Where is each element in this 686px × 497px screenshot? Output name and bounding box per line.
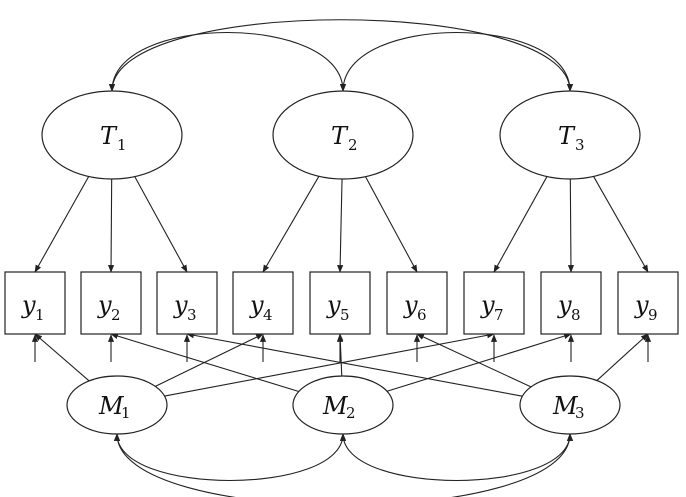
trait-factor-t3: T 3 <box>499 90 641 180</box>
trait-loading-arrow-t1-y2 <box>107 178 115 273</box>
trait-factor-t1: T 1 <box>41 90 183 180</box>
trait-loading-arrow-t3-y8 <box>567 178 575 273</box>
svg-text:y: y <box>403 291 418 319</box>
trait-loading-arrow-t3-y9 <box>593 176 649 273</box>
method-covariance-m1-m2 <box>113 433 347 481</box>
trait-label-t1: T <box>100 122 118 150</box>
svg-text:y: y <box>97 291 112 319</box>
indicator-y5: y 5 <box>309 271 371 335</box>
method-label-m2: M <box>322 392 349 420</box>
svg-text:6: 6 <box>417 306 427 324</box>
method-label-m3: M <box>552 392 579 420</box>
svg-text:7: 7 <box>494 306 504 324</box>
svg-text:y: y <box>480 291 495 319</box>
svg-text:y: y <box>557 291 572 319</box>
method-factor-m1: M 1 <box>66 375 168 435</box>
svg-text:5: 5 <box>340 306 350 324</box>
method-sub-m2: 2 <box>346 404 356 422</box>
indicator-y2: y 2 <box>80 271 142 335</box>
method-loading-arrow-m2-y2 <box>110 333 299 392</box>
svg-text:3: 3 <box>187 306 197 324</box>
indicator-y6: y 6 <box>386 271 448 335</box>
svg-text:y: y <box>634 291 649 319</box>
trait-sub-t2: 2 <box>348 136 358 154</box>
trait-factor-t2: T 2 <box>272 90 414 180</box>
trait-loading-arrow-t3-y7 <box>493 176 548 273</box>
svg-text:4: 4 <box>263 306 273 324</box>
indicator-y4: y 4 <box>232 271 294 335</box>
method-factor-m3: M 3 <box>519 375 621 435</box>
svg-text:1: 1 <box>35 306 45 324</box>
method-loading-arrow-m3-y9 <box>596 333 649 381</box>
loading-arrows <box>31 176 652 397</box>
svg-text:y: y <box>249 291 264 319</box>
trait-sub-t3: 3 <box>575 136 585 154</box>
trait-label-t2: T <box>331 122 349 150</box>
indicator-y1: y 1 <box>4 271 66 335</box>
indicator-y3: y 3 <box>156 271 218 335</box>
method-covariance-m2-m3 <box>339 433 574 481</box>
method-label-m1: M <box>98 392 125 420</box>
trait-label-t3: T <box>558 122 576 150</box>
svg-text:y: y <box>21 291 36 319</box>
indicator-y9: y 9 <box>617 271 679 335</box>
trait-sub-t1: 1 <box>117 136 127 154</box>
method-loading-arrow-m3-y6 <box>416 333 532 388</box>
svg-text:9: 9 <box>648 306 658 324</box>
trait-loading-arrow-t2-y4 <box>262 176 320 273</box>
method-loading-arrow-m1-y4 <box>155 333 264 387</box>
svg-text:y: y <box>173 291 188 319</box>
trait-loading-arrow-t1-y1 <box>34 176 90 273</box>
indicator-y8: y 8 <box>540 271 602 335</box>
method-sub-m3: 3 <box>575 404 585 422</box>
covariance-arcs <box>108 19 574 497</box>
svg-text:y: y <box>326 291 341 319</box>
trait-loading-arrow-t2-y6 <box>365 176 418 273</box>
trait-covariance-t1-t2 <box>108 31 347 92</box>
trait-covariance-t2-t3 <box>339 31 574 92</box>
svg-text:8: 8 <box>571 306 581 324</box>
method-factor-m2: M 2 <box>292 375 394 435</box>
method-covariance-m1-m3 <box>113 433 574 497</box>
method-loading-arrow-m3-y3 <box>186 332 523 397</box>
method-loading-arrow-m1-y1 <box>34 333 90 382</box>
trait-loading-arrow-t2-y5 <box>337 178 344 273</box>
indicator-y7: y 7 <box>463 271 525 335</box>
trait-covariance-t1-t3 <box>108 19 574 92</box>
svg-text:2: 2 <box>111 306 121 324</box>
method-sub-m1: 1 <box>121 404 131 422</box>
trait-loading-arrow-t1-y3 <box>134 176 188 273</box>
